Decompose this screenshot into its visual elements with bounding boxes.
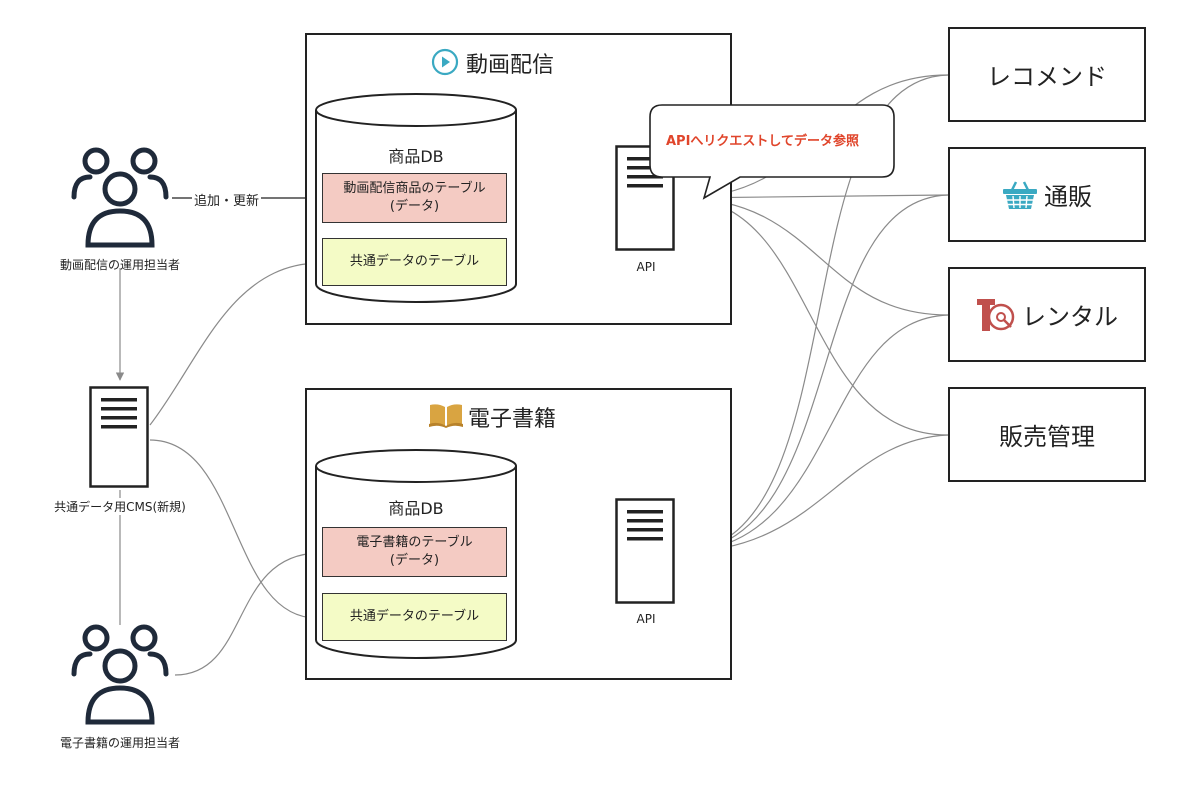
cms-server-icon [89, 386, 149, 488]
video-common-table: 共通データのテーブル [322, 238, 507, 286]
ebook-common-table-name: 共通データのテーブル [349, 609, 480, 625]
video-operator-users-icon [71, 147, 169, 248]
ebook-product-table-sub: (データ) [389, 553, 440, 568]
disc-tag-icon [977, 298, 1015, 331]
video-product-table-sub: (データ) [389, 199, 440, 214]
edge-cms-to-video-common [149, 258, 319, 426]
recommend-label: レコメンド [987, 63, 1107, 91]
callout-text: APIへリクエストしてデータ参照 [666, 134, 860, 149]
rental-box: レンタル [948, 267, 1146, 362]
edge-shop-to-ebook-api [679, 194, 949, 557]
recommend-box: レコメンド [948, 27, 1146, 122]
callout-bubble [649, 104, 895, 200]
ebook-api-label: API [636, 612, 656, 626]
ebook-product-table: 電子書籍のテーブル (データ) [322, 527, 507, 577]
basket-icon [1003, 180, 1037, 209]
sales-box: 販売管理 [948, 387, 1146, 482]
video-operator-label: 動画配信の運用担当者 [59, 258, 180, 272]
edge-recommend-to-ebook-api [679, 74, 949, 557]
edge-cms-to-ebook-common [149, 439, 319, 623]
edge-rental-to-ebook-api [679, 314, 949, 557]
video-api-label: API [636, 260, 656, 274]
open-book-icon [429, 404, 463, 428]
video-common-table-name: 共通データのテーブル [349, 254, 480, 270]
shop-label: 通販 [1044, 183, 1092, 211]
video-db-label: 商品DB [388, 147, 444, 166]
rental-label: レンタル [1022, 303, 1118, 331]
video-product-table-name: 動画配信商品のテーブル [343, 181, 486, 197]
add-update-edge-label: 追加・更新 [192, 190, 262, 209]
ebook-operator-label: 電子書籍の運用担当者 [59, 736, 180, 750]
video-delivery-title: 動画配信 [466, 53, 555, 78]
ebook-operator-users-icon [71, 624, 169, 725]
ebook-common-table: 共通データのテーブル [322, 593, 507, 641]
ebook-product-table-name: 電子書籍のテーブル [356, 535, 473, 551]
sales-label: 販売管理 [999, 423, 1095, 451]
cms-label: 共通データ用CMS(新規) [40, 498, 200, 515]
shop-box: 通販 [948, 147, 1146, 242]
ebook-title: 電子書籍 [468, 407, 557, 432]
ebook-db-label: 商品DB [388, 499, 444, 518]
edge-ebook-operator-to-product [174, 548, 319, 676]
video-product-table: 動画配信商品のテーブル (データ) [322, 173, 507, 223]
ebook-api-server-icon [615, 498, 675, 604]
play-circle-icon [431, 48, 459, 76]
